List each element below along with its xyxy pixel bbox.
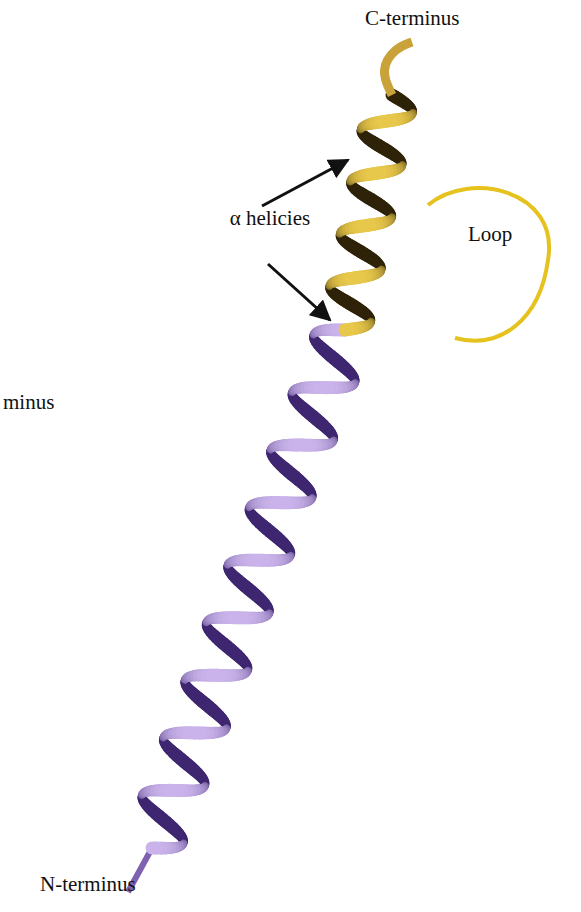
helix-segment xyxy=(195,726,200,739)
helix-ribbon xyxy=(128,42,413,892)
helix-segment xyxy=(297,439,302,452)
helix-segment xyxy=(387,114,391,128)
leader-arrow xyxy=(268,264,330,320)
loop-label: Loop xyxy=(468,222,512,246)
helix-segment xyxy=(324,381,329,394)
helix-segment xyxy=(259,554,264,567)
helix-segment xyxy=(355,271,359,285)
helix-segment xyxy=(238,611,243,624)
helix-segment xyxy=(376,166,380,180)
terminus-label: minus xyxy=(3,390,54,414)
terminus-label: C-terminus xyxy=(365,6,460,30)
helix-segment xyxy=(173,784,178,797)
loop-strand xyxy=(428,188,549,340)
tail-strand xyxy=(384,42,412,95)
leader-arrow xyxy=(262,160,348,206)
helix-segment xyxy=(281,496,286,509)
helix-segment xyxy=(152,842,157,855)
helix-segment xyxy=(345,323,349,337)
helix-segment xyxy=(216,669,221,682)
terminus-label: N-terminus xyxy=(40,872,136,896)
helix-segment xyxy=(366,218,370,232)
structure-label: α helicies xyxy=(222,206,318,230)
